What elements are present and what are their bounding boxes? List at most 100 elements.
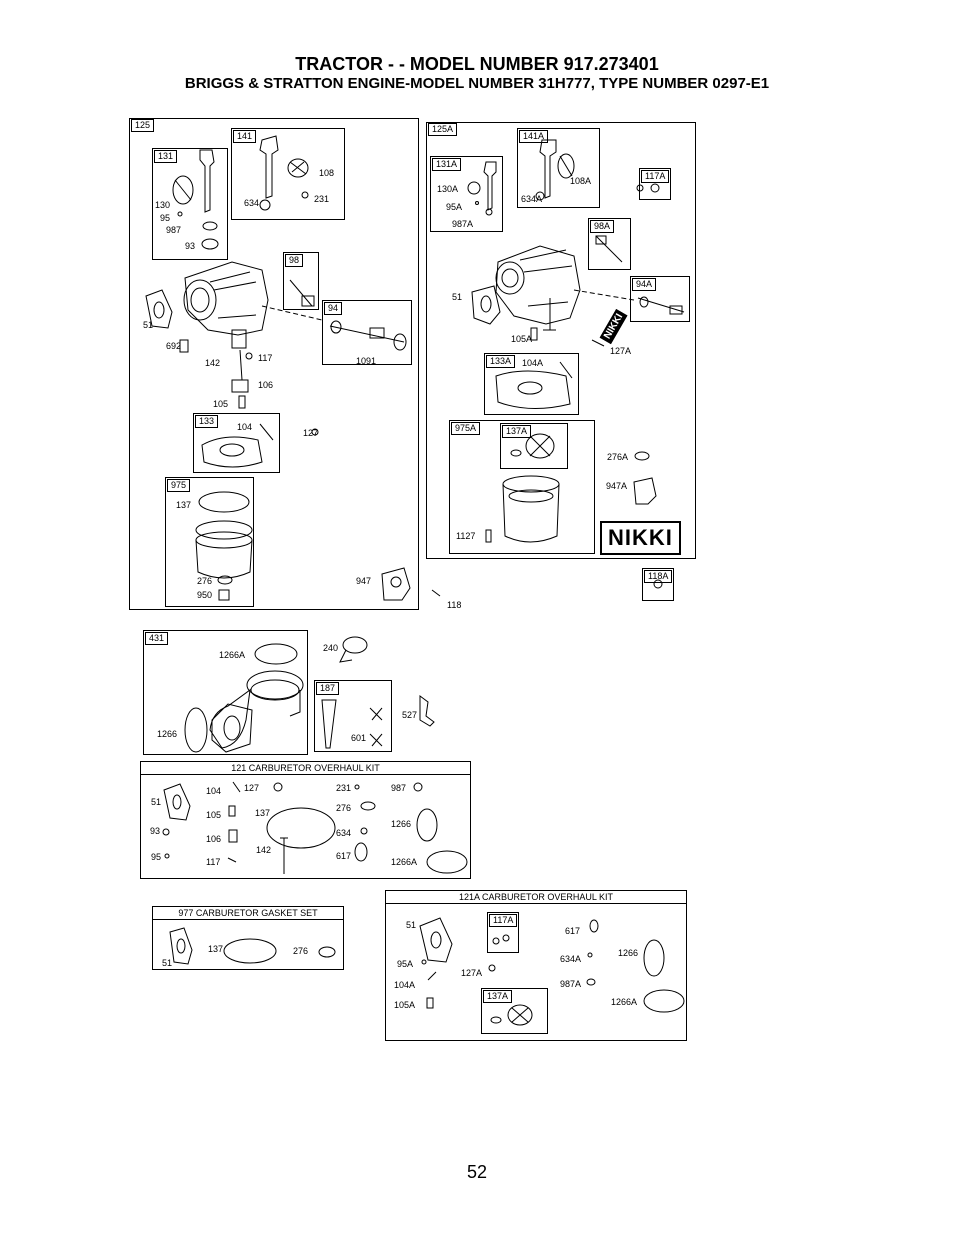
kit121-label-987: 987 [391, 783, 407, 793]
label-601: 601 [351, 733, 367, 743]
label-276: 276 [197, 576, 213, 586]
page-title: TRACTOR - - MODEL NUMBER 917.273401 [295, 54, 659, 74]
kit121-label-93: 93 [150, 826, 161, 836]
tag-975a: 975A [451, 422, 481, 435]
panel-431 [143, 630, 308, 755]
panel-975 [165, 477, 254, 607]
kit121a-label-634a: 634A [560, 954, 582, 964]
label-51: 51 [143, 320, 154, 330]
label-231: 231 [314, 194, 330, 204]
tag-131: 131 [154, 150, 178, 163]
panel-125 [129, 118, 419, 610]
panel-118a [642, 568, 674, 601]
kit121-label-634: 634 [336, 828, 352, 838]
panel-131 [152, 148, 228, 260]
label-634: 634 [244, 198, 260, 208]
panel-187 [314, 680, 392, 752]
kit121-label-1266a: 1266A [391, 857, 418, 867]
label-104a: 104A [522, 358, 544, 368]
label-987a: 987A [452, 219, 474, 229]
nikki-logo: NIKKI [600, 521, 681, 555]
tag-125a: 125A [428, 123, 458, 136]
kit121a-label-51: 51 [406, 920, 417, 930]
kit121-label-117: 117 [206, 857, 221, 867]
tag-131a: 131A [432, 158, 462, 171]
kit121a-label-105a: 105A [394, 1000, 416, 1010]
kit-977-title: 977 CARBURETOR GASKET SET [153, 907, 343, 920]
kit121-label-1266: 1266 [391, 819, 412, 829]
tag-141a: 141A [519, 130, 549, 143]
label-105a: 105A [511, 334, 533, 344]
panel-133 [193, 413, 280, 473]
tag-133a: 133A [486, 355, 516, 368]
tag-98: 98 [285, 254, 304, 267]
tag-133: 133 [195, 415, 219, 428]
label-51-right: 51 [452, 292, 463, 302]
kit-121a-title: 121A CARBURETOR OVERHAUL KIT [386, 891, 686, 904]
panel-98 [283, 252, 319, 310]
label-1266-431: 1266 [157, 729, 178, 739]
kit121a-label-127a: 127A [461, 968, 483, 978]
label-108a: 108A [570, 176, 592, 186]
kit-977-panel: 977 CARBURETOR GASKET SET [152, 906, 344, 970]
label-1266a-431: 1266A [219, 650, 246, 660]
label-950: 950 [197, 590, 213, 600]
label-105: 105 [213, 399, 229, 409]
tag-98a: 98A [590, 220, 615, 233]
label-137: 137 [176, 500, 192, 510]
kit121-label-104: 104 [206, 786, 222, 796]
panel-137a [500, 423, 568, 469]
label-117: 117 [258, 353, 273, 363]
kit121a-tag-117a: 117A [489, 914, 518, 927]
kit121-label-95: 95 [151, 852, 162, 862]
page-number: 52 [466, 1162, 488, 1182]
label-947: 947 [356, 576, 372, 586]
label-1127: 1127 [456, 531, 476, 541]
kit121a-label-1266a: 1266A [611, 997, 638, 1007]
tag-117a: 117A [641, 170, 670, 183]
label-93: 93 [185, 241, 196, 251]
label-240: 240 [323, 643, 339, 653]
kit977-label-137: 137 [208, 944, 224, 954]
label-130a: 130A [437, 184, 459, 194]
kit-121-panel: 121 CARBURETOR OVERHAUL KIT [140, 761, 471, 879]
panel-975a [449, 420, 595, 554]
label-1091: 1091 [356, 356, 377, 366]
label-987: 987 [166, 225, 182, 235]
kit121-label-231: 231 [336, 783, 352, 793]
tag-431: 431 [145, 632, 169, 645]
panel-133a [484, 353, 579, 415]
tag-118a: 118A [644, 570, 673, 583]
label-127: 127 [303, 428, 319, 438]
kit-121a-panel: 121A CARBURETOR OVERHAUL KIT [385, 890, 687, 1041]
label-127a: 127A [610, 346, 632, 356]
kit121-label-106: 106 [206, 834, 222, 844]
panel-141 [231, 128, 345, 220]
tag-141: 141 [233, 130, 257, 143]
label-692: 692 [166, 341, 182, 351]
tag-125: 125 [131, 119, 155, 132]
kit121-label-51: 51 [151, 797, 162, 807]
kit121a-panel-117a [487, 912, 519, 953]
kit121-label-142: 142 [256, 845, 272, 855]
kit121-label-276: 276 [336, 803, 352, 813]
kit121a-label-987a: 987A [560, 979, 582, 989]
tag-94: 94 [324, 302, 343, 315]
kit121-label-137: 137 [255, 808, 271, 818]
panel-117a [639, 168, 671, 200]
panel-131a [430, 156, 503, 232]
kit121a-tag-137a: 137A [483, 990, 513, 1003]
label-108: 108 [319, 168, 335, 178]
label-527: 527 [402, 710, 418, 720]
kit121a-panel-137a [481, 988, 548, 1034]
kit121a-label-1266: 1266 [618, 948, 639, 958]
panel-98a [588, 218, 631, 270]
label-130: 130 [155, 200, 171, 210]
label-104: 104 [237, 422, 253, 432]
label-142: 142 [205, 358, 221, 368]
label-947a: 947A [606, 481, 628, 491]
